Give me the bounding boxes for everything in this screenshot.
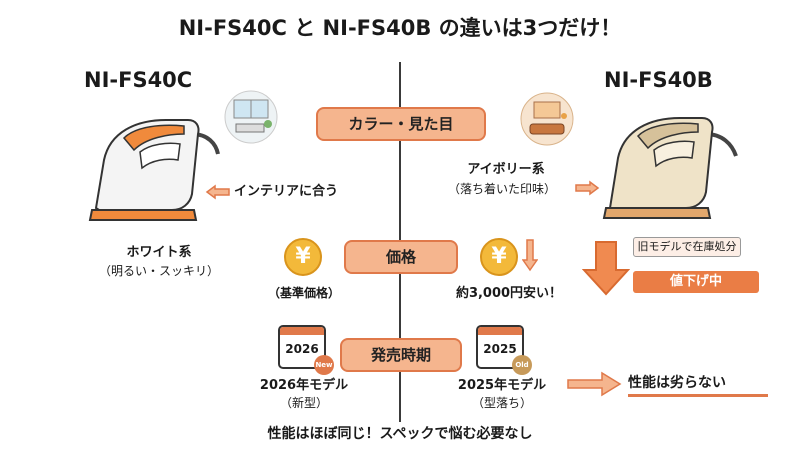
price-left-text: （基準価格）: [267, 286, 340, 300]
release-left-text: 2026年モデル: [259, 378, 349, 393]
release-right-text: 2025年モデル: [457, 378, 547, 393]
color-left-arrow-text: インテリアに合う: [234, 184, 339, 199]
release-right-sub: （型落ち）: [471, 396, 532, 410]
performance-note: 性能は劣らない: [628, 375, 768, 397]
price-drop-arrow-icon: [582, 241, 630, 296]
warm-room-icon: [520, 92, 574, 146]
clearance-tag: 旧モデルで在庫処分: [633, 237, 741, 257]
ivory-iron-icon: [602, 117, 738, 219]
old-badge: Old: [512, 355, 532, 375]
left-arrow-icon: [205, 184, 230, 200]
release-left-sub: （新型）: [279, 396, 328, 410]
yen-coin-icon-right: ¥: [480, 238, 518, 276]
down-arrow-icon: [522, 239, 538, 272]
performance-arrow-icon: [567, 371, 622, 397]
footer-note: 性能はほぼ同じ！スペックで悩む必要なし: [267, 426, 533, 442]
page-title: NI-FS40C と NI-FS40B の違いは3つだけ！: [178, 16, 622, 40]
section-release: 発売時期: [340, 338, 462, 372]
section-price: 価格: [344, 240, 458, 274]
right-model-label: NI-FS40B: [604, 68, 713, 92]
price-down-badge: 値下げ中: [633, 271, 759, 293]
calendar-year-2026: 2026: [285, 342, 319, 356]
color-right-sub: （落ち着いた印味）: [447, 182, 556, 196]
section-color: カラー・見た目: [316, 107, 486, 141]
color-right-desc: アイボリー系: [467, 162, 545, 177]
price-right-text: 約3,000円安い！: [455, 286, 563, 301]
right-arrow-icon: [575, 180, 600, 196]
color-left-desc: ホワイト系: [126, 245, 192, 260]
calendar-year-2025: 2025: [483, 342, 517, 356]
left-model-label: NI-FS40C: [84, 68, 193, 92]
new-badge: New: [314, 355, 334, 375]
yen-coin-icon: ¥: [284, 238, 322, 276]
color-left-sub: （明るい・スッキリ）: [98, 264, 219, 278]
bright-room-icon: [224, 90, 278, 144]
white-iron-icon: [88, 119, 220, 221]
